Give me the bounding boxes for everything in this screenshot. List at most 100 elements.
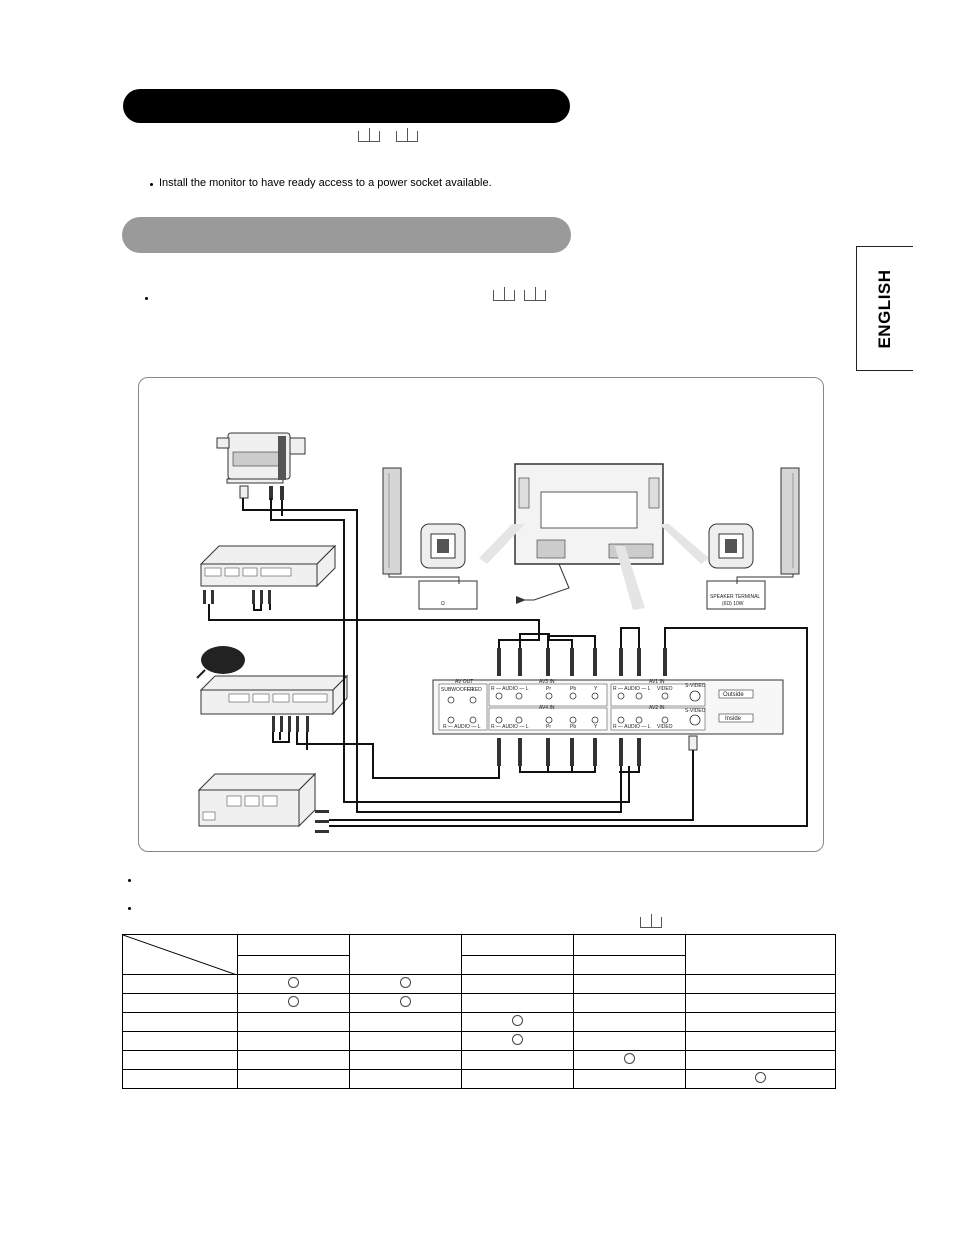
language-tab: ENGLISH (856, 246, 913, 371)
table-cell (122, 974, 238, 994)
rca-plug (211, 590, 214, 604)
page-reference-icon (396, 128, 418, 142)
av1-title: AV1 IN (649, 679, 665, 685)
av2-audio-label: R — AUDIO — L (613, 724, 651, 730)
table-cell (237, 1069, 350, 1089)
page-reference-icon (524, 287, 546, 301)
rca-plug (315, 830, 329, 833)
callout-arrow (615, 546, 645, 610)
rca-plug (315, 820, 329, 823)
table-row (122, 993, 836, 1013)
compatibility-table (122, 934, 836, 1089)
table-cell (237, 1031, 350, 1051)
table-corner-cell (122, 934, 238, 975)
y-label: Y (594, 686, 598, 692)
s-video1-label: S-VIDEO (685, 683, 706, 689)
inside-label: Inside (725, 716, 742, 722)
check-circle-icon (288, 977, 299, 988)
speaker-right-spec: (6Ω) 10W (722, 601, 744, 607)
av2-title: AV2 IN (649, 705, 665, 711)
bullet-dot (128, 907, 131, 910)
bullet-dot (145, 297, 148, 300)
table-cell (573, 974, 686, 994)
rca-plug-row (497, 648, 667, 676)
table-cell (122, 1012, 238, 1032)
table-cell (461, 1012, 574, 1032)
check-circle-icon (755, 1072, 766, 1083)
speaker-terminal-detail (708, 523, 754, 569)
pr-label: Pr (546, 724, 551, 730)
table-cell (237, 974, 350, 994)
check-circle-icon (512, 1034, 523, 1045)
table-cell (685, 1069, 836, 1089)
s-video-plug (239, 485, 249, 499)
check-circle-icon (400, 996, 411, 1007)
satellite-receiver-icon (199, 674, 349, 716)
connection-diagram-svg: .ln { stroke:#111; stroke-width:2; fill:… (196, 432, 808, 833)
y-label: Y (594, 724, 598, 730)
check-circle-icon (288, 996, 299, 1007)
table-cell (573, 1031, 686, 1051)
table-cell (122, 1050, 238, 1070)
table-row (122, 1012, 836, 1032)
table-header-cell (685, 934, 836, 975)
subsection-header-bar (122, 217, 571, 253)
av1-video-label: VIDEO (657, 686, 673, 692)
table-cell (573, 1069, 686, 1089)
av2-video-label: VIDEO (657, 724, 673, 730)
power-plug-icon (516, 596, 526, 604)
table-cell (349, 1050, 462, 1070)
table-cell (461, 1050, 574, 1070)
table-cell (461, 1069, 574, 1089)
av1-audio-label: R — AUDIO — L (613, 686, 651, 692)
satellite-dish-icon (196, 646, 245, 679)
speaker-spec-box (706, 580, 766, 610)
av-out-audio-label: R — AUDIO — L (443, 724, 481, 730)
table-header-cell (573, 934, 686, 956)
table-header-cell (573, 955, 686, 975)
rca-plug (315, 810, 329, 813)
language-label: ENGLISH (875, 268, 894, 349)
rca-plug (288, 716, 291, 732)
camcorder-icon (216, 432, 306, 484)
speaker-terminal-detail (420, 523, 466, 569)
outside-label: Outside (723, 692, 744, 698)
right-speaker-icon (780, 467, 800, 575)
av4-title: AV4 IN (539, 705, 555, 711)
connection-diagram: .ln { stroke:#111; stroke-width:2; fill:… (138, 377, 824, 852)
rca-plug (260, 590, 263, 604)
table-cell (349, 1069, 462, 1089)
table-cell (461, 1031, 574, 1051)
power-cord (521, 563, 570, 601)
table-cell (685, 1012, 836, 1032)
rca-plug (280, 716, 283, 732)
table-cell (237, 1012, 350, 1032)
table-cell (122, 1069, 238, 1089)
pb-label: Pb (570, 686, 576, 692)
dvd-player-icon (199, 544, 337, 588)
table-cell (237, 993, 350, 1013)
vcr-icon (197, 772, 317, 828)
table-cell (461, 993, 574, 1013)
check-circle-icon (624, 1053, 635, 1064)
table-header-cell (349, 934, 462, 975)
table-cell (349, 1031, 462, 1051)
speaker-right-label: SPEAKER TERMINAL (710, 594, 760, 600)
monitor-rear-icon (514, 463, 664, 565)
table-cell (349, 974, 462, 994)
table-cell (573, 1012, 686, 1032)
table-header-cell (237, 934, 350, 956)
rca-plug (203, 590, 206, 604)
pb-label: Pb (570, 724, 576, 730)
s-video-plug (688, 735, 698, 751)
table-header-cell (461, 934, 574, 956)
input-terminal-panel (432, 679, 784, 735)
check-circle-icon (512, 1015, 523, 1026)
rca-plug (296, 716, 299, 732)
table-cell (122, 993, 238, 1013)
callout-arrow (659, 524, 709, 564)
table-cell (122, 1031, 238, 1051)
av3-title: AV3 IN (539, 679, 555, 685)
install-note: Install the monitor to have ready access… (159, 177, 492, 189)
table-cell (685, 974, 836, 994)
